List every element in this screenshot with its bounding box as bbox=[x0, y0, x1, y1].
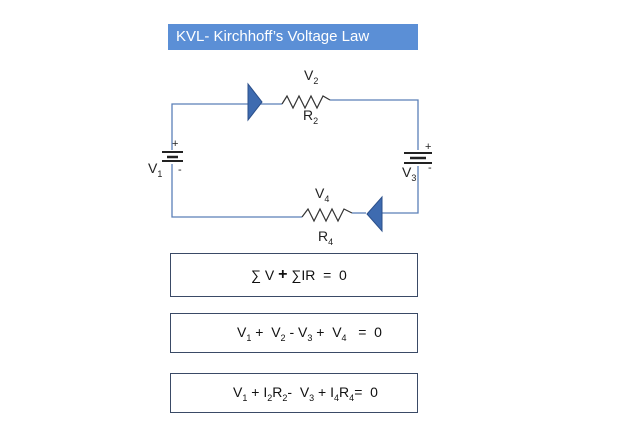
circuit-wires bbox=[171, 99, 419, 218]
battery-v1-minus: - bbox=[178, 164, 182, 176]
current-arrow-top bbox=[247, 82, 263, 122]
wire-top-left bbox=[171, 103, 260, 150]
label-v2: V2 bbox=[304, 67, 318, 86]
wire-right-bottom bbox=[382, 166, 419, 214]
eq3-expression: V1 + I2R2- V3 + I4R4= 0 bbox=[233, 383, 378, 403]
resistor-r2 bbox=[281, 94, 331, 110]
label-r2: R2 bbox=[303, 107, 318, 126]
label-v3: V3 bbox=[402, 164, 416, 183]
equation-box-sum: ∑ V + ∑IR = 0 bbox=[170, 253, 418, 297]
resistor-r4 bbox=[301, 207, 353, 223]
eq1-sum-v: ∑ V bbox=[251, 267, 279, 283]
battery-v3-minus: - bbox=[428, 162, 432, 174]
current-arrow-bottom bbox=[366, 195, 383, 233]
battery-v1-plus: + bbox=[172, 138, 178, 150]
label-v4: V4 bbox=[315, 185, 329, 204]
battery-v3-plus: + bbox=[425, 141, 431, 153]
wire-bottom-left bbox=[171, 164, 302, 218]
wire-top-right bbox=[330, 99, 419, 150]
eq2-expression: V1 + V2 - V3 + V4 = 0 bbox=[237, 323, 382, 343]
equation-box-voltages: V1 + V2 - V3 + V4 = 0 bbox=[170, 313, 418, 353]
label-r4: R4 bbox=[318, 228, 333, 247]
eq1-plus: + bbox=[278, 266, 288, 283]
battery-v1 bbox=[162, 151, 183, 162]
equation-box-ir: V1 + I2R2- V3 + I4R4= 0 bbox=[170, 373, 418, 413]
battery-v3 bbox=[404, 152, 432, 164]
page-title: KVL- Kirchhoff’s Voltage Law bbox=[168, 24, 418, 50]
label-v1: V1 bbox=[148, 160, 162, 179]
eq1-sum-ir: ∑IR = 0 bbox=[287, 267, 347, 283]
